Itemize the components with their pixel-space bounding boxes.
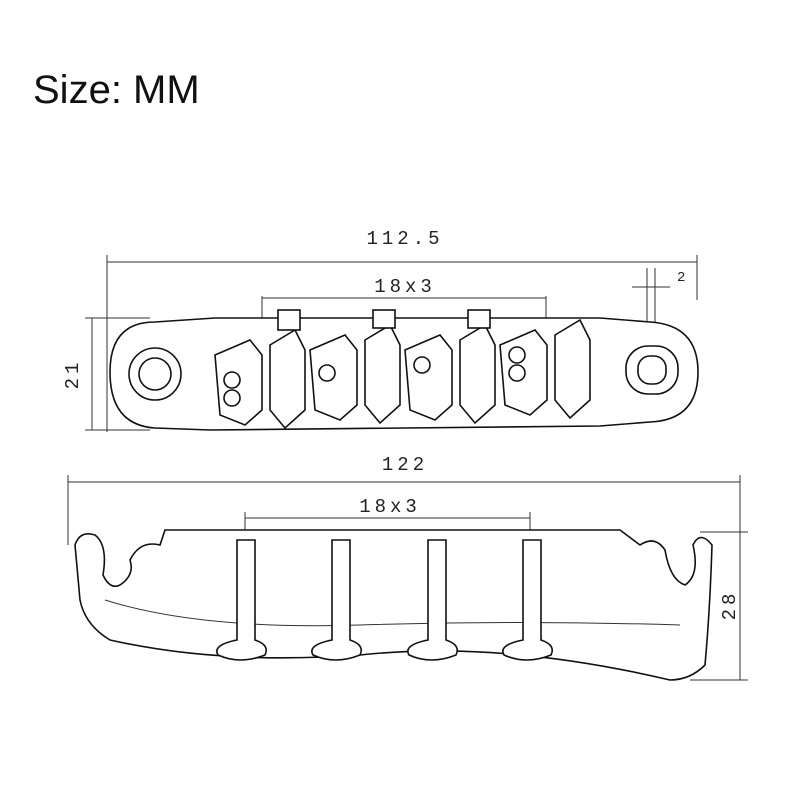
bottom-view: 122 18x3 28 [67,454,748,681]
slot-width-label: 2 [677,270,689,286]
saddles [214,309,591,430]
overall-length-label: 112.5 [366,228,443,250]
overall-length-label: 122 [382,454,428,476]
height-label: 28 [719,590,741,621]
string-posts [216,539,554,661]
string-spacing-label: 18x3 [359,496,421,518]
height-label: 21 [62,359,84,390]
top-view: 112.5 18x3 2 21 [62,228,699,432]
size-unit-title: Size: MM [33,68,200,112]
string-spacing-label: 18x3 [374,276,436,298]
